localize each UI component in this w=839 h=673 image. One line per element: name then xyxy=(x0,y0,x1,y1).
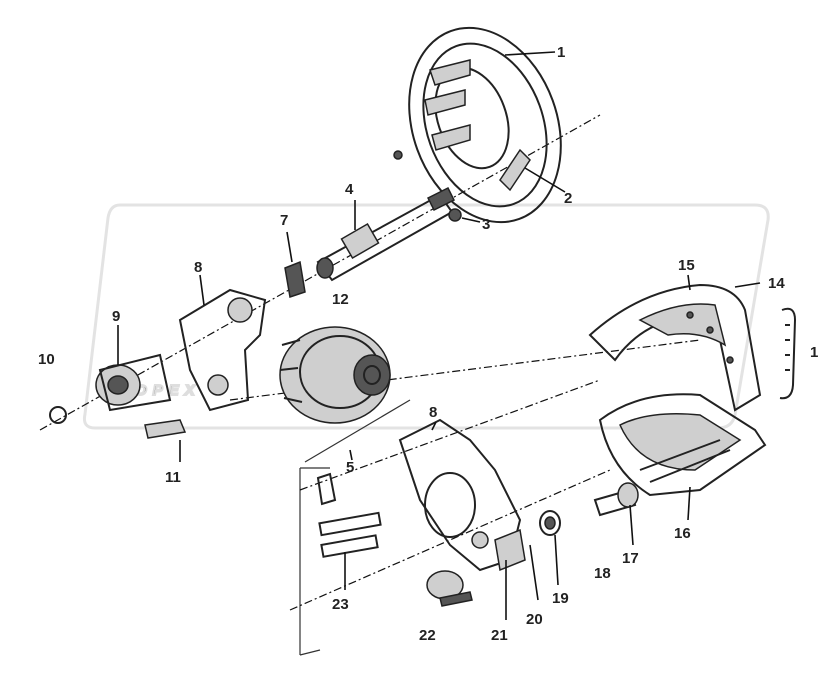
return-spring xyxy=(779,307,797,400)
anchor-bolt xyxy=(593,482,639,517)
callout-8a: 8 xyxy=(194,259,202,276)
callout-2: 2 xyxy=(564,190,572,207)
small-hardware xyxy=(284,150,462,298)
callout-4: 4 xyxy=(345,181,354,198)
lower-group-frame xyxy=(299,399,411,656)
caliper-carrier-lower xyxy=(398,418,526,572)
leader-lines xyxy=(117,51,761,620)
callout-labels: 1 2 3 4 7 8 9 10 11 12 14 15 1 5 8 16 17… xyxy=(38,44,818,644)
axle-shaft xyxy=(316,186,456,282)
callout-21: 21 xyxy=(491,627,508,644)
callout-23: 23 xyxy=(332,596,349,613)
callout-17: 17 xyxy=(622,550,639,567)
callout-7: 7 xyxy=(280,212,288,229)
callout-12: 12 xyxy=(332,291,349,308)
callout-16: 16 xyxy=(674,525,691,542)
callout-20: 20 xyxy=(526,611,543,628)
callout-18: 18 xyxy=(594,565,611,582)
callout-11: 11 xyxy=(165,469,181,486)
callout-10: 10 xyxy=(38,351,55,368)
callout-1b: 1 xyxy=(810,344,818,361)
callout-3: 3 xyxy=(482,216,490,233)
seal-ring xyxy=(539,510,561,536)
brake-drum xyxy=(279,326,391,424)
brake-shoe-lower xyxy=(598,393,767,497)
callout-5: 5 xyxy=(346,459,354,476)
watermark-text: OPEX xyxy=(135,382,201,399)
brake-shoe-upper xyxy=(588,283,762,412)
callout-14: 14 xyxy=(768,275,785,292)
callout-15: 15 xyxy=(678,257,695,274)
callout-1a: 1 xyxy=(557,44,565,61)
callout-19: 19 xyxy=(552,590,569,607)
callout-22: 22 xyxy=(419,627,436,644)
callout-9: 9 xyxy=(112,308,120,325)
callout-8b: 8 xyxy=(429,404,437,421)
dust-shield xyxy=(408,26,562,224)
caliper-bracket-upper xyxy=(49,288,267,439)
pins-and-bushings xyxy=(316,472,473,607)
